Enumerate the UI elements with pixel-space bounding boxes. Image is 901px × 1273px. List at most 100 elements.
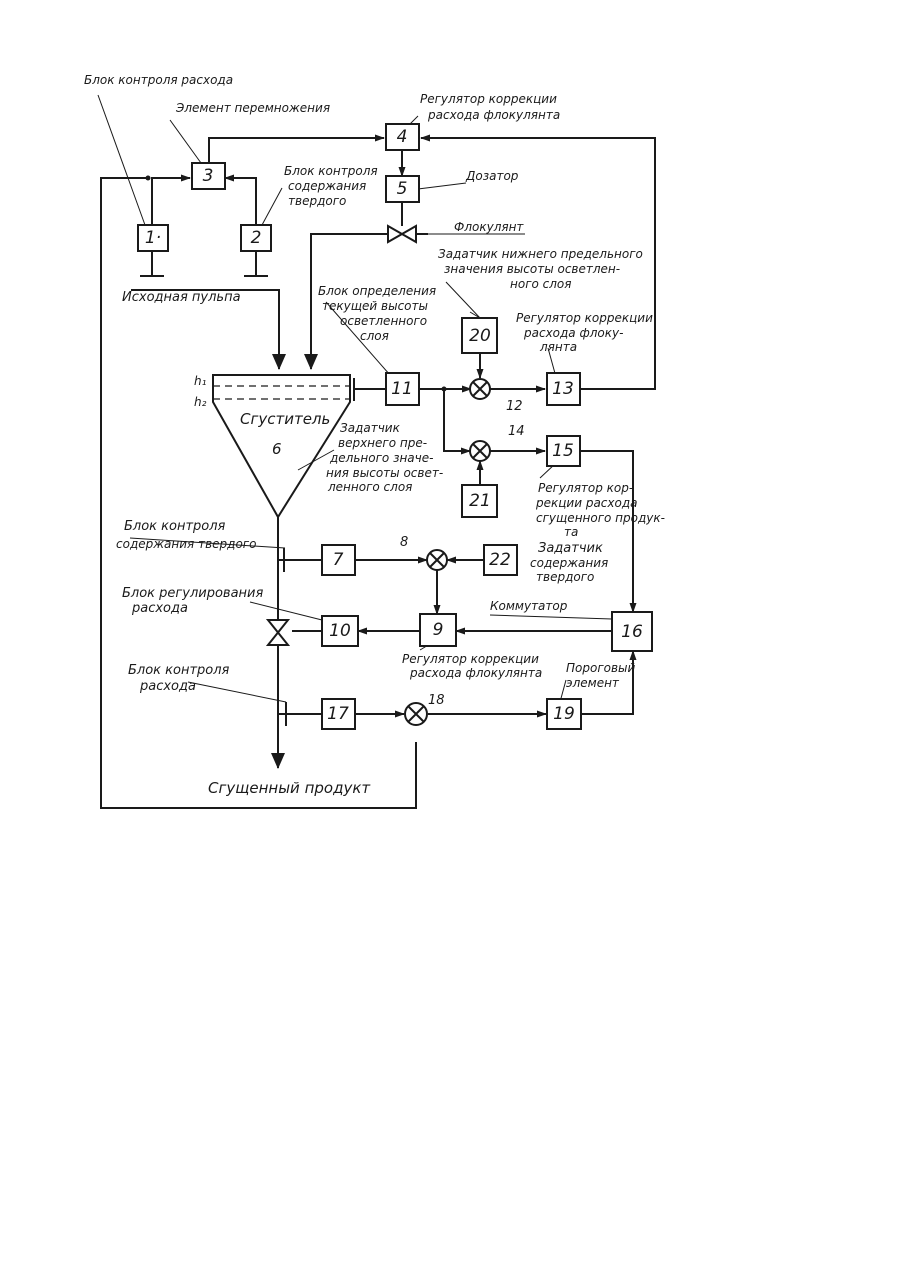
label-feed-pulp: Исходная пульпа xyxy=(122,290,241,305)
line-11-to-14 xyxy=(444,389,470,451)
node-8 xyxy=(427,550,447,570)
junction-dot xyxy=(146,176,151,181)
svg-text:3: 3 xyxy=(203,166,214,186)
flocculant-valve xyxy=(388,226,416,242)
svg-text:9: 9 xyxy=(433,620,444,640)
label-floc-regulator-right-1: Регулятор коррекции xyxy=(516,311,653,325)
block-2: 2 xyxy=(241,225,271,251)
label-floc-regulator-right-2: расхода флоку- xyxy=(523,326,623,340)
label-height-block-2: текущей высоты xyxy=(322,299,428,313)
label-high-setter-4: ния высоты освет- xyxy=(326,466,443,480)
leader-flow-reg xyxy=(250,602,322,620)
block-4: 4 xyxy=(386,124,419,150)
label-flocculant: Флокулянт xyxy=(454,220,524,234)
label-low-setter-1: Задатчик нижнего предельного xyxy=(438,247,643,261)
block-5: 5 xyxy=(386,176,419,202)
label-height-block-4: слоя xyxy=(360,329,389,343)
block-20: 20 xyxy=(462,318,497,353)
leader-flow-control-top xyxy=(98,95,145,225)
leader-solids-top xyxy=(262,188,282,225)
label-floc-regulator-top-2: расхода флокулянта xyxy=(427,108,560,122)
label-solids-control-mid-1: Блок контроля xyxy=(124,519,226,534)
label-dosator: Дозатор xyxy=(465,169,519,183)
node-8-label: 8 xyxy=(400,535,408,550)
svg-text:7: 7 xyxy=(333,550,344,570)
label-high-setter-2: верхнего пре- xyxy=(338,436,427,450)
line-1-to-3 xyxy=(152,178,190,225)
svg-text:17: 17 xyxy=(327,704,349,724)
block-22: 22 xyxy=(484,545,517,575)
label-high-setter-5: ленного слоя xyxy=(327,480,412,494)
block-13: 13 xyxy=(547,373,580,405)
label-floc-regulator-right-3: лянта xyxy=(539,340,577,354)
label-multiplier: Элемент перемножения xyxy=(175,101,330,115)
label-flow-control-bottom-2: расхода xyxy=(139,679,196,694)
sensor-2-stand xyxy=(244,251,268,276)
block-1: 1· xyxy=(138,225,168,251)
block-7: 7 xyxy=(322,545,355,575)
svg-text:16: 16 xyxy=(621,622,643,642)
label-h2: h₂ xyxy=(194,395,207,409)
label-high-setter-1: Задатчик xyxy=(340,421,401,435)
product-valve xyxy=(268,620,288,645)
label-low-setter-2: значения высоты осветлен- xyxy=(444,262,620,276)
label-flow-control-bottom-1: Блок контроля xyxy=(128,663,230,678)
label-flow-control-top: Блок контроля расхода xyxy=(84,73,233,87)
label-solids-setter-3: твердого xyxy=(536,570,594,584)
label-thick-regulator-1: Регулятор кор- xyxy=(538,481,633,495)
svg-text:11: 11 xyxy=(391,379,413,399)
svg-text:1·: 1· xyxy=(145,228,161,248)
label-thick-regulator-2: рекции расхода xyxy=(535,496,638,510)
svg-text:2: 2 xyxy=(251,228,262,248)
svg-text:19: 19 xyxy=(553,704,575,724)
label-height-block-3: осветленного xyxy=(340,314,427,328)
label-flow-regulation-1: Блок регулирования xyxy=(122,586,263,601)
svg-text:21: 21 xyxy=(469,491,491,511)
label-solids-control-top-2: содержания xyxy=(288,179,366,193)
block-11: 11 xyxy=(386,373,419,405)
svg-text:10: 10 xyxy=(329,621,351,641)
label-solids-setter-2: содержания xyxy=(530,556,608,570)
label-floc-regulator-bottom-2: расхода флокулянта xyxy=(409,666,542,680)
node-12-label: 12 xyxy=(506,399,523,414)
label-low-setter-3: ного слоя xyxy=(510,277,571,291)
block-10: 10 xyxy=(322,616,358,646)
sensor-1-stand xyxy=(140,251,164,276)
label-solids-control-mid-2: содержания твердого xyxy=(116,537,256,551)
svg-text:22: 22 xyxy=(489,550,511,570)
sensor-17-tab xyxy=(278,702,286,726)
label-height-block-1: Блок определения xyxy=(318,284,436,298)
label-flow-regulation-2: расхода xyxy=(131,601,188,616)
label-threshold-1: Пороговый xyxy=(566,661,636,675)
svg-text:20: 20 xyxy=(469,326,491,346)
label-thick-regulator-4: та xyxy=(564,525,578,539)
block-17: 17 xyxy=(322,699,355,729)
label-h1: h₁ xyxy=(194,374,207,388)
label-floc-regulator-top-1: Регулятор коррекции xyxy=(420,92,557,106)
line-15-to-16 xyxy=(580,451,633,612)
block-19: 19 xyxy=(547,699,581,729)
line-2-to-3 xyxy=(225,178,256,225)
node-12 xyxy=(470,379,490,399)
label-solids-control-top-1: Блок контроля xyxy=(284,164,378,178)
leader-commutator xyxy=(490,615,612,619)
leader-multiplier xyxy=(170,120,201,163)
svg-text:15: 15 xyxy=(552,441,574,461)
node-14 xyxy=(470,441,490,461)
line-3-to-4 xyxy=(209,138,384,163)
leader-flow-bottom xyxy=(188,682,286,702)
label-thick-regulator-3: сгущенного продук- xyxy=(536,511,665,525)
node-18-label: 18 xyxy=(428,693,445,708)
block-21: 21 xyxy=(462,485,497,517)
label-thickener-num: 6 xyxy=(272,440,282,458)
block-16: 16 xyxy=(612,612,652,651)
label-solids-control-top-3: твердого xyxy=(288,194,346,208)
leader-dosator xyxy=(418,183,466,189)
label-threshold-2: элемент xyxy=(566,676,620,690)
label-floc-regulator-bottom-1: Регулятор коррекции xyxy=(402,652,539,666)
svg-text:4: 4 xyxy=(397,127,408,147)
svg-text:13: 13 xyxy=(552,379,574,399)
leader-low-setter xyxy=(446,282,480,318)
